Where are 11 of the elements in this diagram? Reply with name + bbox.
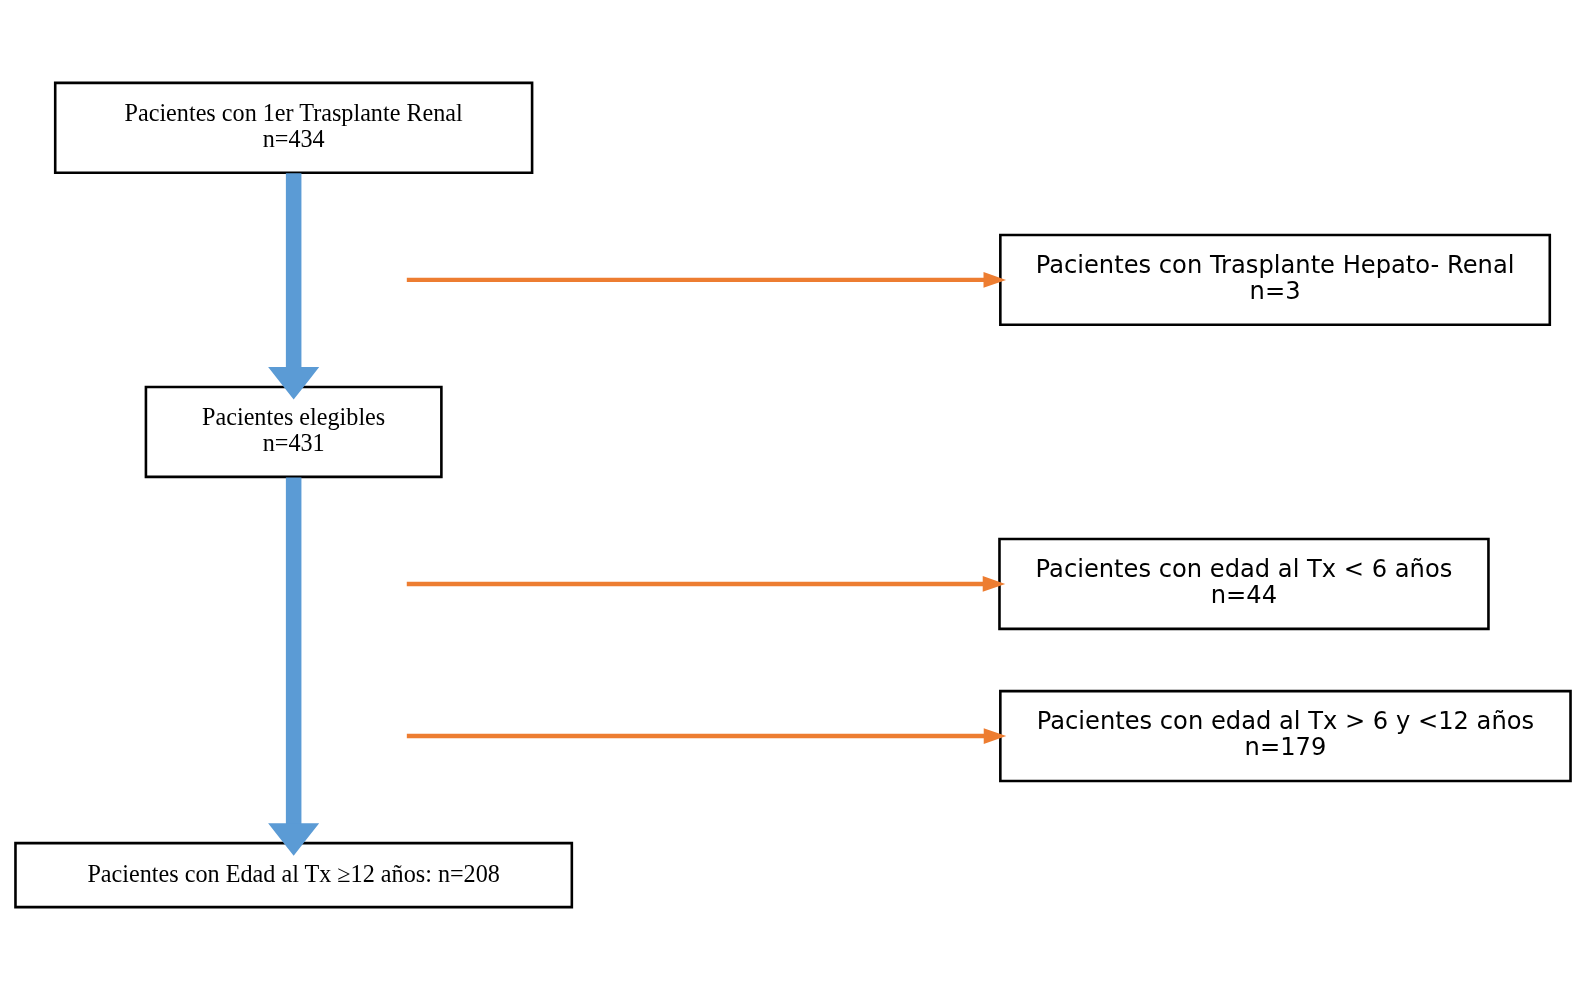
node-box: Pacientes con edad al Tx > 6 y <12 años n=179 xyxy=(999,689,1572,783)
node-box: Pacientes elegibles n=431 xyxy=(144,385,443,479)
node-box: Pacientes con edad al Tx < 6 años n=44 xyxy=(998,537,1490,631)
arrow xyxy=(268,477,320,856)
arrow xyxy=(268,173,320,400)
node-box: Pacientes con Trasplante Hepato- Renal n=3 xyxy=(999,233,1552,327)
node-box: Pacientes con 1er Trasplante Renal n=434 xyxy=(53,81,534,175)
node-box: Pacientes con Edad al Tx ≥12 años: n=208 xyxy=(14,841,574,909)
arrow xyxy=(406,576,1006,592)
arrow xyxy=(406,728,1007,744)
arrow xyxy=(406,272,1007,288)
